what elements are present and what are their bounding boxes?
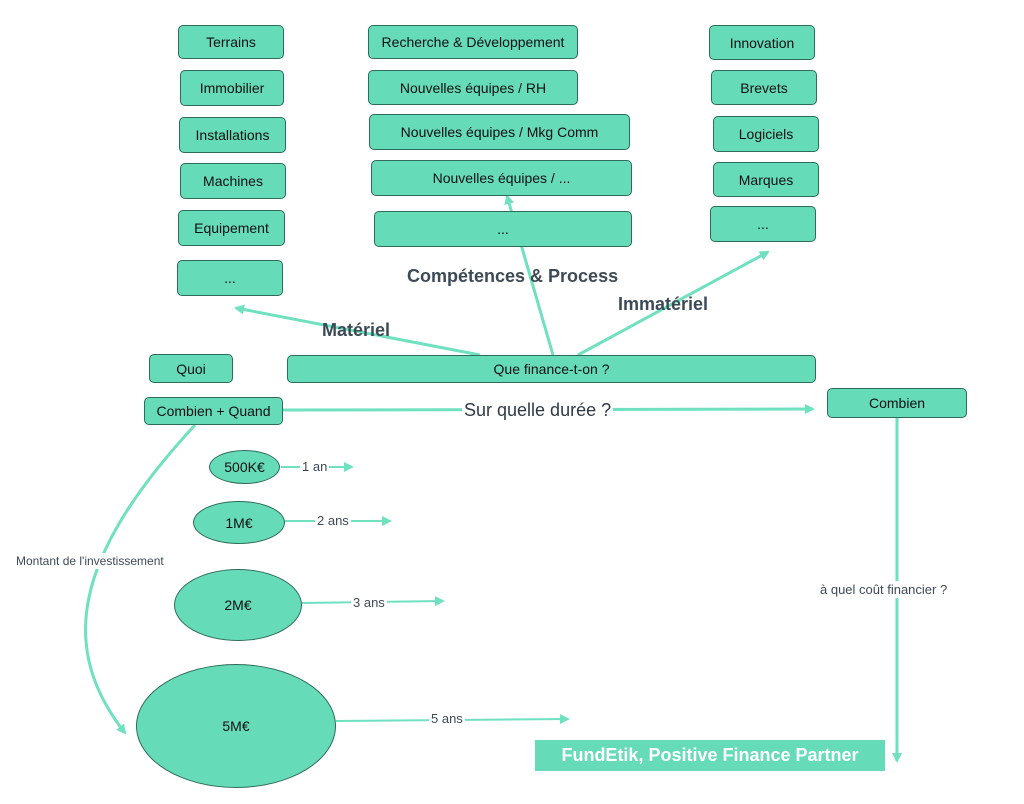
duration-label-3: 3 ans — [351, 595, 387, 610]
immateriel-item-brevets: Brevets — [711, 70, 817, 105]
investment-5m: 5M€ — [136, 664, 336, 788]
arrow-to-immateriel — [577, 250, 770, 357]
investment-1m: 1M€ — [193, 501, 285, 544]
que-finance-box: Que finance-t-on ? — [287, 355, 816, 383]
competences-item-mkg: Nouvelles équipes / Mkg Comm — [369, 114, 630, 150]
immateriel-item-more: ... — [710, 206, 816, 242]
immateriel-item-logiciels: Logiciels — [713, 116, 819, 152]
competences-item-more: ... — [374, 211, 632, 247]
competences-item-equipes: Nouvelles équipes / ... — [371, 160, 632, 196]
quoi-box: Quoi — [149, 354, 233, 383]
competences-label: Compétences & Process — [407, 266, 619, 286]
duree-label: Sur quelle durée ? — [462, 400, 614, 421]
immateriel-item-innovation: Innovation — [709, 25, 815, 60]
investment-2m: 2M€ — [174, 569, 302, 641]
duration-label-4: 5 ans — [429, 711, 465, 726]
investment-500k: 500K€ — [209, 450, 280, 484]
arrow-montant — [84, 423, 197, 735]
arrow-to-materiel — [234, 304, 481, 357]
duration-label-1: 1 an — [300, 459, 330, 474]
materiel-item-more: ... — [177, 260, 283, 296]
combien-box: Combien — [827, 388, 967, 418]
materiel-item-immobilier: Immobilier — [180, 70, 284, 106]
partner-banner: FundEtik, Positive Finance Partner — [535, 740, 885, 771]
materiel-item-machines: Machines — [180, 163, 286, 199]
competences-item-rh: Nouvelles équipes / RH — [368, 70, 578, 105]
materiel-item-terrains: Terrains — [178, 25, 284, 59]
immateriel-item-marques: Marques — [713, 162, 819, 197]
materiel-item-equipement: Equipement — [178, 210, 285, 246]
materiel-label: Matériel — [322, 320, 391, 340]
duration-label-2: 2 ans — [315, 513, 351, 528]
montant-label: Montant de l'investissement — [14, 553, 166, 569]
combien-quand-box: Combien + Quand — [144, 397, 283, 425]
immateriel-label: Immatériel — [618, 294, 709, 314]
cout-label: à quel coût financier ? — [818, 581, 950, 598]
materiel-item-installations: Installations — [179, 117, 286, 153]
competences-item-rd: Recherche & Développement — [368, 25, 578, 59]
